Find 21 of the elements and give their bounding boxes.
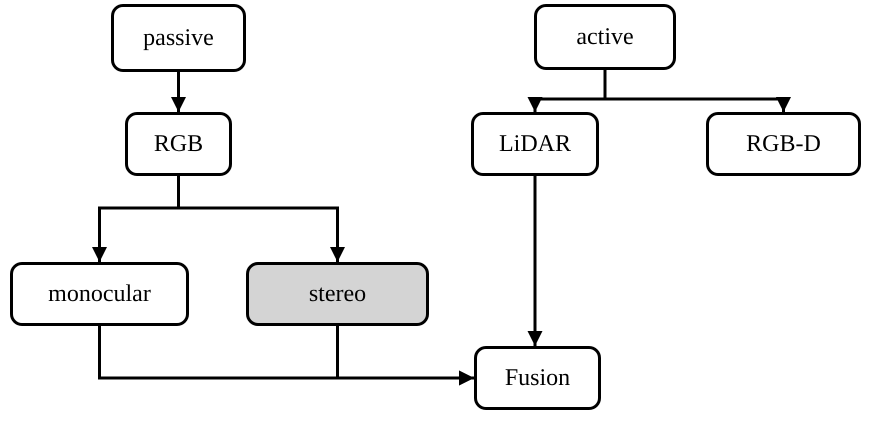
process-box	[246, 262, 429, 326]
box-label: passive	[143, 24, 214, 53]
box-label: LiDAR	[499, 130, 571, 159]
box-label: stereo	[308, 280, 366, 309]
box-label: active	[576, 23, 634, 52]
process-box	[10, 262, 189, 326]
box-label: RGB	[154, 130, 204, 159]
process-box	[471, 112, 599, 176]
process-box	[706, 112, 861, 176]
process-box	[474, 346, 601, 410]
arrow	[528, 176, 542, 346]
process-box	[111, 4, 246, 72]
process-box	[534, 4, 676, 70]
arrow	[336, 326, 474, 386]
box-label: Fusion	[504, 364, 570, 393]
arrow	[171, 72, 186, 112]
box-label: RGB-D	[746, 130, 821, 159]
box-label: monocular	[48, 280, 151, 309]
process-box	[125, 112, 232, 176]
arrow	[604, 70, 791, 112]
arrow	[177, 176, 345, 262]
